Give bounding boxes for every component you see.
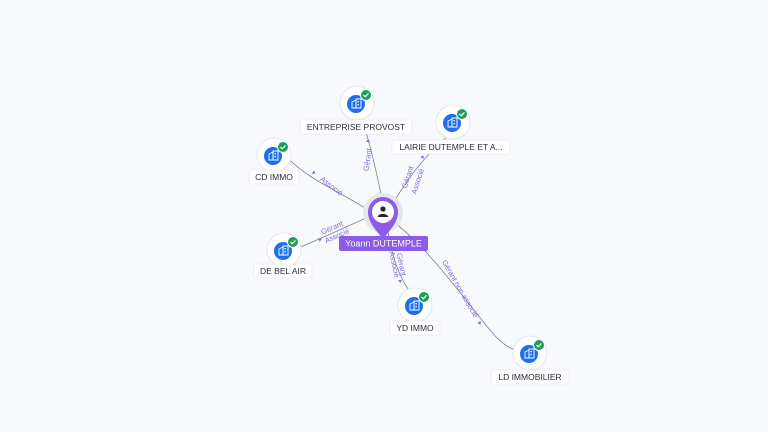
verified-check-icon <box>418 291 430 303</box>
edge-arrow-icon <box>366 139 370 143</box>
center-label: Yoann DUTEMPLE <box>345 239 422 249</box>
building-icon <box>447 117 458 128</box>
edge-arrow-icon <box>398 279 402 283</box>
center-node[interactable]: Yoann DUTEMPLE <box>339 193 428 251</box>
company-label: YD IMMO <box>396 323 434 333</box>
person-icon <box>377 206 389 217</box>
company-node-yd-immo[interactable]: YD IMMO <box>389 287 441 336</box>
company-label-box <box>253 263 313 279</box>
edge-arrow-icon <box>318 238 322 242</box>
edge-line <box>287 157 366 209</box>
edge-arrow-icon <box>311 170 316 174</box>
building-icon <box>524 348 535 359</box>
building-icon <box>268 150 279 161</box>
company-label-box <box>389 320 441 336</box>
building-icon <box>351 98 362 109</box>
company-label-box <box>248 169 300 185</box>
company-label-box <box>299 119 413 135</box>
company-node-ld-immobilier[interactable]: LD IMMOBILIER <box>490 335 570 385</box>
edge-cd-immo: Associé <box>287 157 366 209</box>
company-label: LAIRIE DUTEMPLE ET A... <box>399 142 502 152</box>
company-node-de-bel-air[interactable]: DE BEL AIR <box>253 232 313 279</box>
verified-check-icon <box>360 89 372 101</box>
verified-check-icon <box>533 339 545 351</box>
company-node-entreprise-provost[interactable]: ENTREPRISE PROVOST <box>299 85 413 135</box>
company-label: DE BEL AIR <box>260 266 306 276</box>
verified-check-icon <box>456 108 468 120</box>
company-node-cd-immo[interactable]: CD IMMO <box>248 137 300 185</box>
building-icon <box>278 245 289 256</box>
company-node-lairie-dutemple[interactable]: LAIRIE DUTEMPLE ET A... <box>391 104 511 155</box>
company-label: LD IMMOBILIER <box>498 372 561 382</box>
nodes-layer: ENTREPRISE PROVOST LAIRIE DUTEMPLE ET A..… <box>248 85 570 385</box>
company-label: ENTREPRISE PROVOST <box>307 122 405 132</box>
company-label-box <box>490 369 570 385</box>
edge-arrow-icon <box>420 155 424 159</box>
edge-line <box>297 217 367 249</box>
edge-relation-label: Gérant non associé <box>440 258 480 319</box>
edge-relation-label: Associé <box>318 174 344 197</box>
verified-check-icon <box>287 236 299 248</box>
edge-arrow-icon <box>477 320 481 325</box>
company-label: CD IMMO <box>255 172 293 182</box>
edge-relation-label: Gérant <box>361 147 373 172</box>
center-label-box <box>339 236 428 251</box>
building-icon <box>409 300 420 311</box>
company-label-box <box>391 139 511 155</box>
verified-check-icon <box>277 141 289 153</box>
center-pin-inner <box>372 201 394 223</box>
